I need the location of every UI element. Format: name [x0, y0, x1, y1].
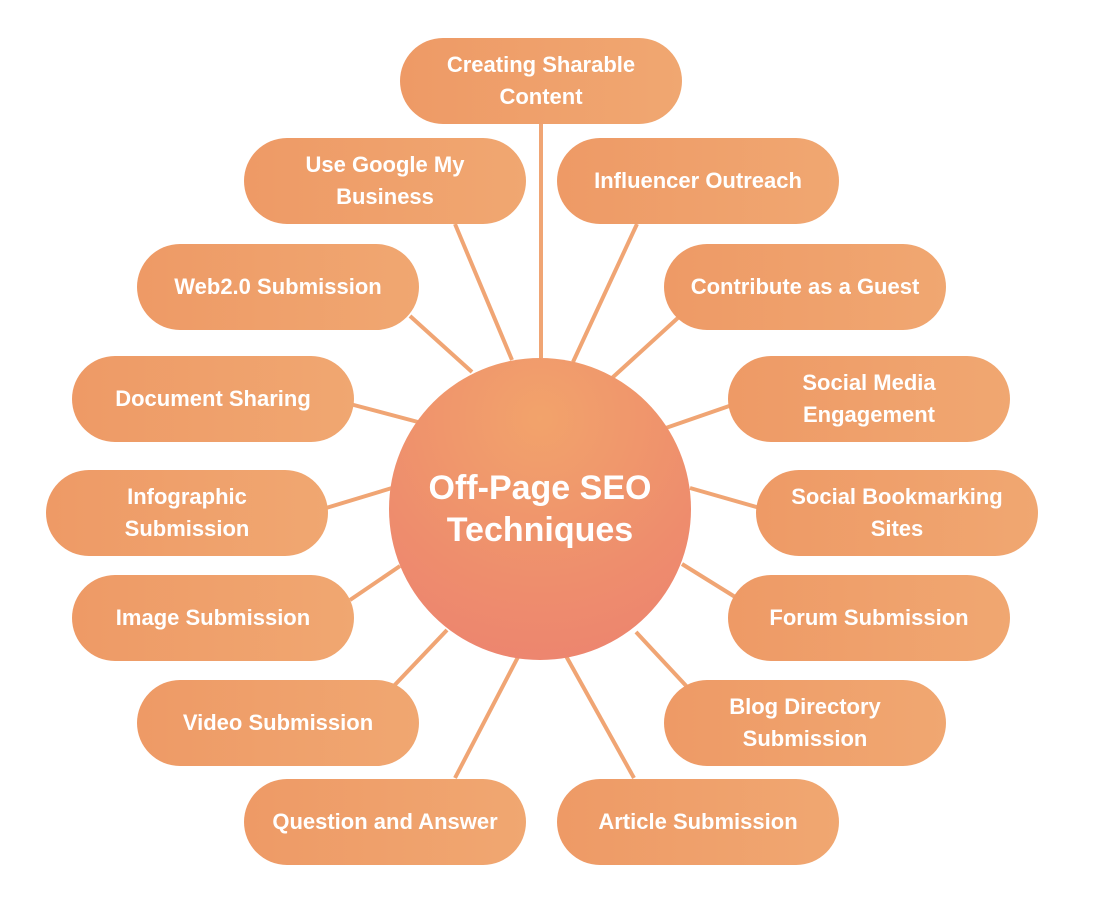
technique-label-line-2: Submission [742, 726, 868, 751]
technique-label: Video Submission [182, 710, 374, 735]
technique-label: Document Sharing [115, 386, 311, 411]
technique-node: Web2.0 Submission [137, 244, 419, 330]
technique-node: Image Submission [72, 575, 354, 661]
technique-node: Forum Submission [728, 575, 1010, 661]
technique-label: Contribute as a Guest [690, 274, 920, 299]
hub-circle: Off-Page SEO Techniques [389, 358, 691, 660]
technique-label: Web2.0 Submission [174, 274, 382, 299]
technique-label-line-2: Business [336, 184, 434, 209]
technique-label-line-2: Engagement [802, 402, 936, 427]
technique-label: Article Submission [598, 809, 798, 834]
technique-label-line-2: Submission [124, 516, 250, 541]
technique-label-line-2: Content [499, 84, 583, 109]
connector-2 [610, 314, 682, 380]
technique-node: Question and Answer [244, 779, 526, 865]
connector-8 [453, 656, 520, 779]
technique-label: Social Bookmarking [791, 484, 1003, 509]
connector-7 [564, 655, 636, 779]
hub-title-line-1: Off-Page SEO [428, 469, 652, 507]
technique-label-line-2: Sites [870, 516, 924, 541]
connector-3 [659, 402, 736, 432]
connector-5 [680, 562, 742, 602]
connector-6 [634, 630, 692, 692]
technique-node: Use Google My Business [244, 138, 526, 224]
connector-12 [349, 402, 419, 424]
connector-11 [325, 486, 393, 510]
technique-label: Social Media [802, 370, 936, 395]
connector-13 [408, 314, 474, 374]
technique-node: Document Sharing [72, 356, 354, 442]
connector-14 [453, 223, 514, 361]
hub-title-line-2: Techniques [446, 511, 634, 549]
connector-9 [388, 628, 449, 692]
technique-label: Creating Sharable [446, 52, 636, 77]
technique-label: Question and Answer [272, 809, 498, 834]
technique-node: Influencer Outreach [557, 138, 839, 224]
technique-node: Video Submission [137, 680, 419, 766]
connector-1 [571, 223, 639, 363]
technique-node: Contribute as a Guest [664, 244, 946, 330]
technique-label: Influencer Outreach [594, 168, 802, 193]
technique-label: Infographic [127, 484, 247, 509]
technique-node: Article Submission [557, 779, 839, 865]
technique-label: Image Submission [115, 605, 311, 630]
technique-label: Use Google My [305, 152, 465, 177]
technique-label: Blog Directory [729, 694, 881, 719]
connector-10 [348, 564, 402, 602]
technique-label: Forum Submission [769, 605, 969, 630]
connector-4 [689, 486, 761, 510]
